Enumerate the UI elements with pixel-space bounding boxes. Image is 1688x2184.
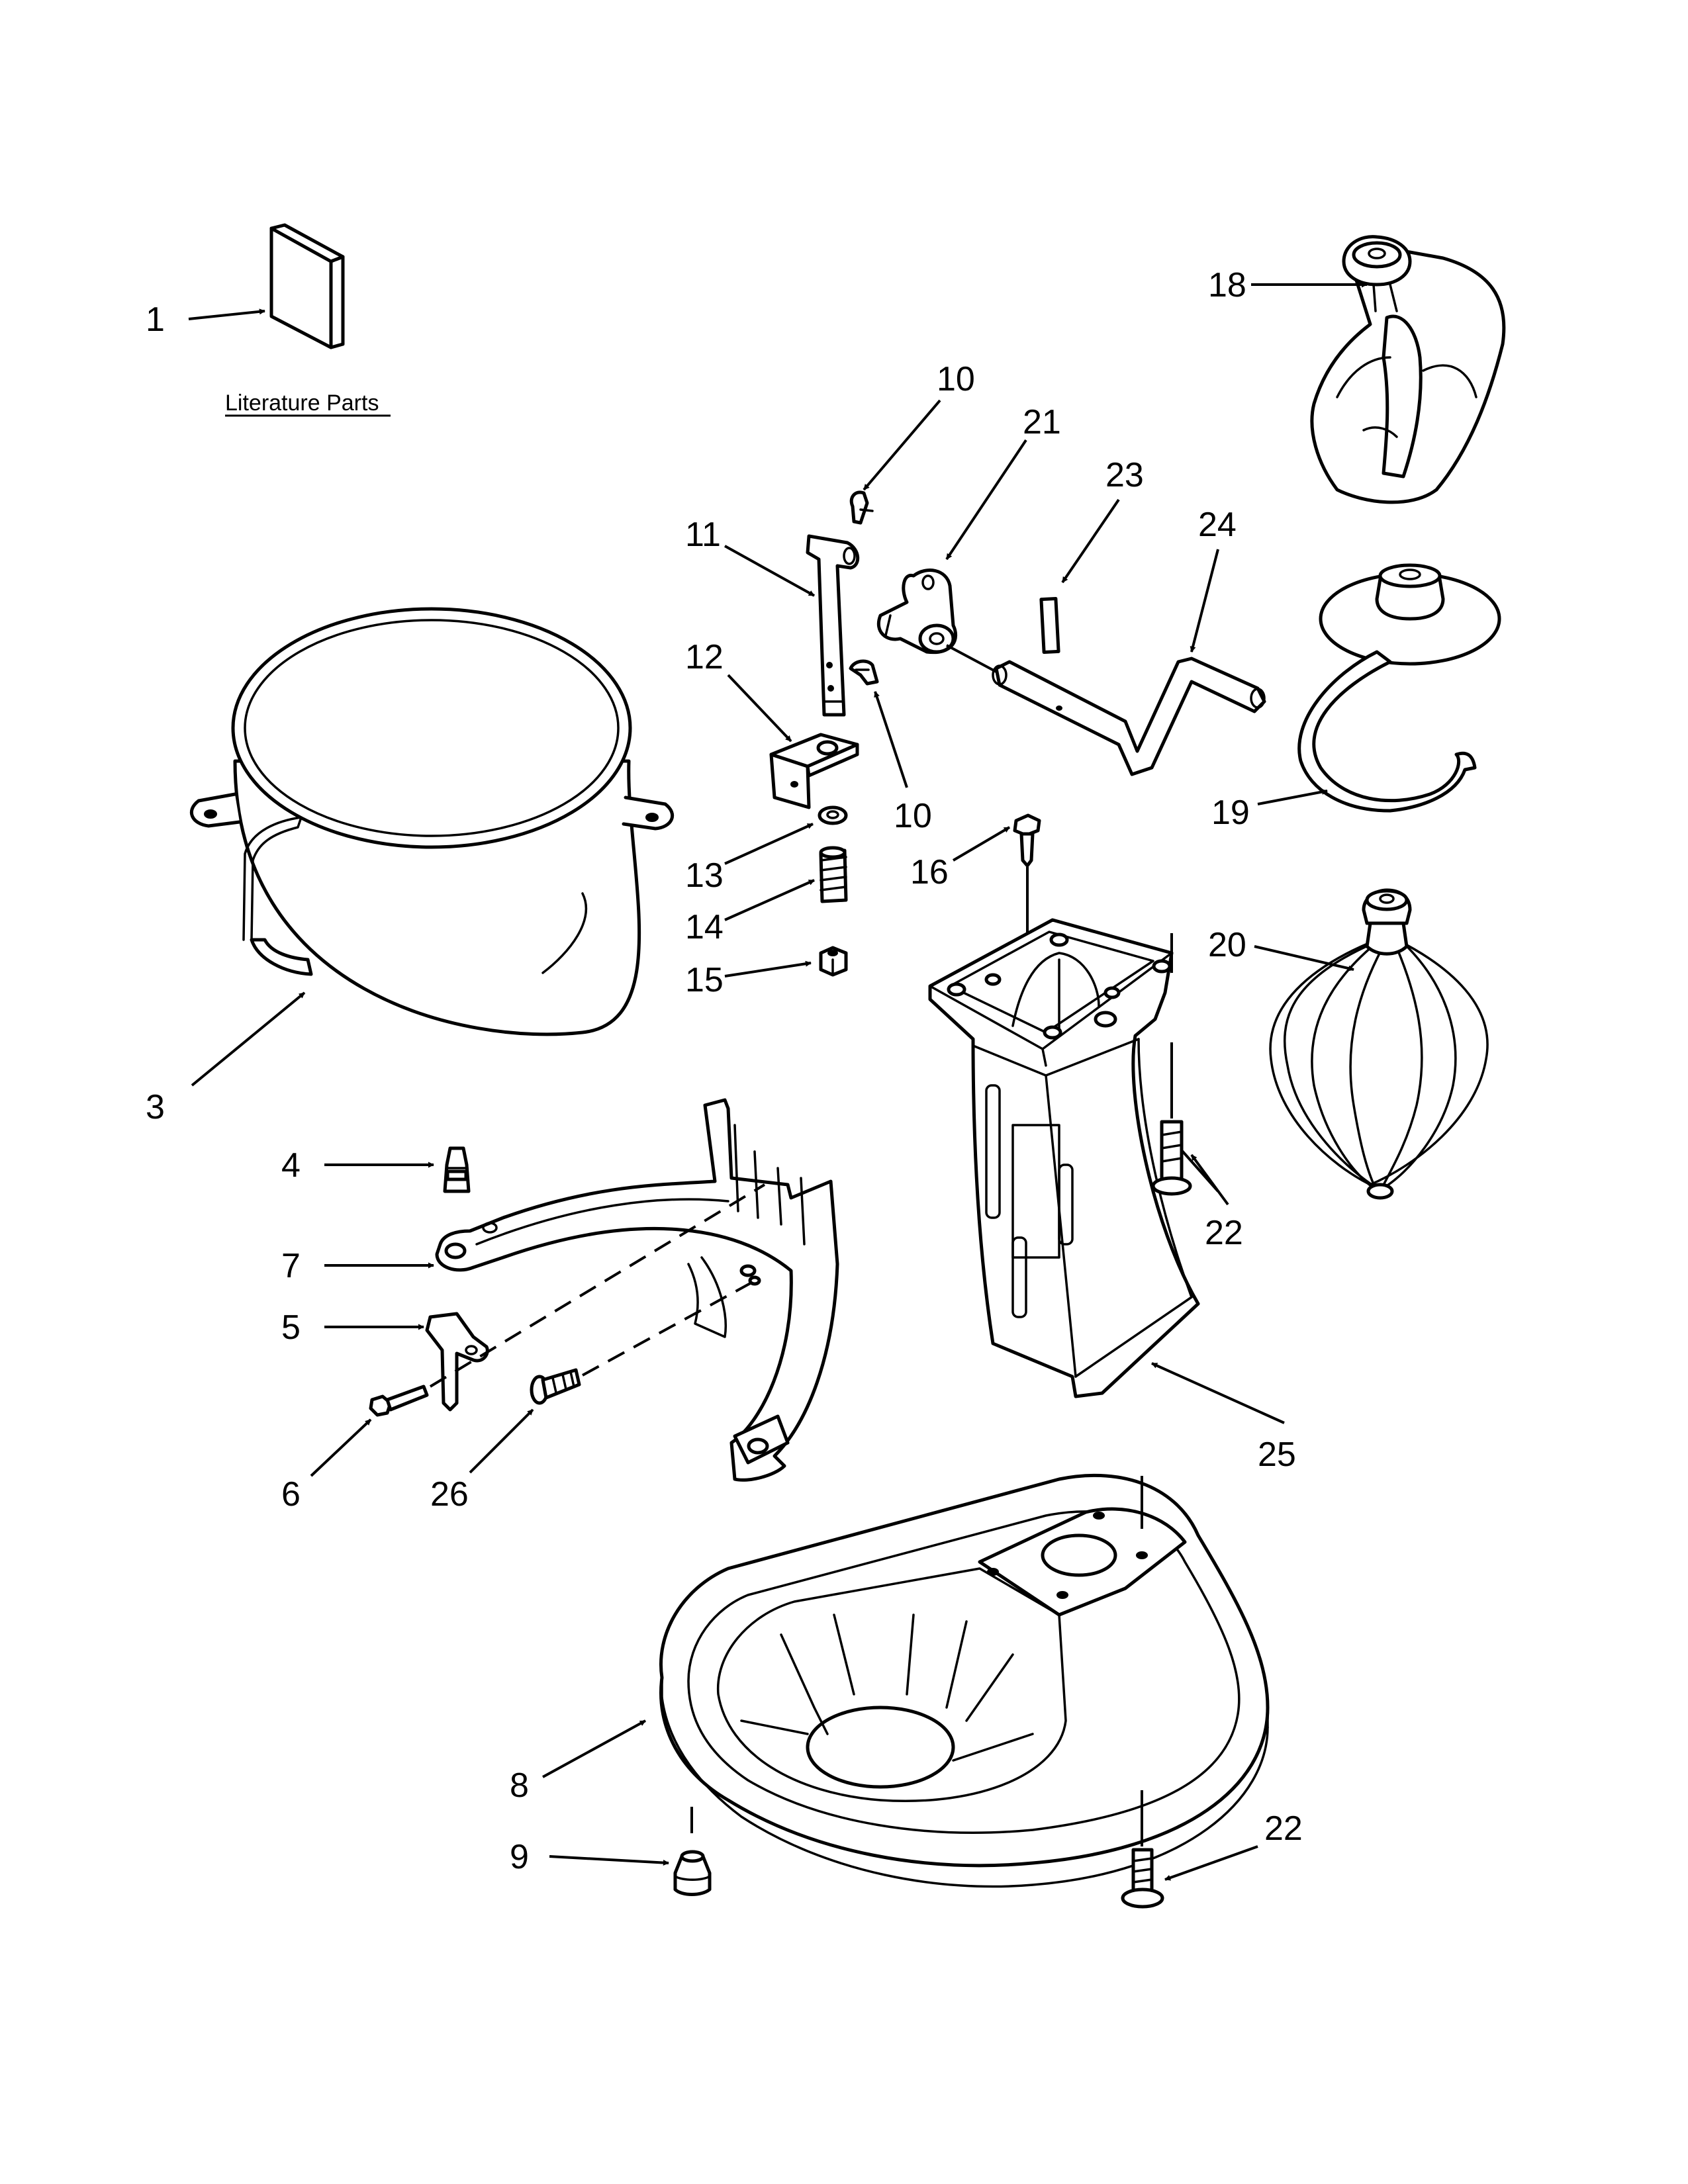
screw-16 — [1013, 813, 1041, 940]
leader-16 — [952, 826, 1011, 862]
callout-11: 11 — [685, 516, 721, 554]
washer — [818, 805, 848, 825]
leader-21 — [945, 439, 1027, 561]
leader-24-guide — [946, 644, 997, 673]
callout-3: 3 — [146, 1088, 165, 1126]
dashed-guide-26 — [582, 1276, 762, 1377]
callout-10-top: 10 — [937, 360, 975, 398]
callout-13: 13 — [685, 856, 724, 895]
callout-7: 7 — [281, 1247, 301, 1285]
leader-1 — [188, 308, 265, 320]
leader-8 — [542, 1719, 646, 1778]
callout-16: 16 — [910, 853, 949, 891]
leader-3 — [191, 991, 306, 1087]
spring-clip — [425, 1312, 489, 1412]
leader-13 — [724, 823, 814, 865]
callout-22-upper: 22 — [1205, 1214, 1243, 1252]
literature-parts-label: Literature Parts — [225, 390, 379, 416]
callout-4: 4 — [281, 1146, 301, 1185]
screw-26 — [530, 1368, 581, 1405]
nut — [819, 946, 848, 977]
bowl-clamp-plate — [435, 1098, 839, 1482]
leader-10-lower — [874, 691, 908, 788]
callout-18: 18 — [1208, 266, 1246, 304]
bowl — [189, 607, 675, 1036]
callout-22-lower: 22 — [1264, 1809, 1303, 1848]
leader-22-upper-arrow — [1190, 1154, 1229, 1206]
callout-9: 9 — [510, 1838, 529, 1876]
column-housing — [928, 918, 1200, 1398]
leader-24 — [1190, 549, 1219, 653]
callout-21: 21 — [1023, 403, 1061, 441]
callout-20: 20 — [1208, 926, 1246, 964]
callout-19: 19 — [1211, 794, 1250, 832]
screw-22-lower — [1121, 1848, 1164, 1909]
leader-23 — [1061, 498, 1120, 584]
dashed-guide-6 — [429, 1183, 766, 1388]
leader-19 — [1257, 789, 1328, 805]
leader-11 — [724, 545, 815, 597]
callout-26: 26 — [430, 1475, 469, 1514]
dough-hook — [1297, 563, 1501, 813]
pin-10-lower — [849, 659, 879, 686]
leader-25 — [1151, 1362, 1285, 1424]
screw-6 — [369, 1385, 429, 1417]
lift-crank — [992, 657, 1266, 776]
flat-beater — [1310, 235, 1506, 504]
callout-24: 24 — [1198, 506, 1237, 544]
rubber-foot — [673, 1850, 712, 1896]
callout-12: 12 — [685, 638, 724, 676]
callout-10-lower: 10 — [894, 797, 932, 835]
wire-whip — [1269, 888, 1489, 1200]
mixer-base — [659, 1473, 1270, 1888]
leader-26 — [469, 1408, 534, 1474]
leader-9 — [549, 1855, 669, 1866]
leader-14 — [724, 879, 815, 921]
leader-15 — [724, 960, 812, 978]
key-pin — [1039, 596, 1060, 655]
callout-14: 14 — [685, 908, 724, 946]
leader-20 — [1254, 945, 1354, 972]
callout-25: 25 — [1258, 1435, 1296, 1474]
lift-shaft — [806, 534, 860, 717]
literature-book — [269, 223, 345, 349]
leader-6 — [310, 1418, 372, 1477]
leader-10-top — [863, 399, 941, 491]
leader-22-lower — [1164, 1845, 1258, 1881]
callout-23: 23 — [1105, 456, 1144, 494]
callout-8: 8 — [510, 1766, 529, 1805]
spring — [819, 846, 848, 903]
bowl-pin — [443, 1146, 471, 1193]
screw-22-upper — [1151, 1120, 1192, 1196]
callout-15: 15 — [685, 961, 724, 999]
pin-10-top — [849, 490, 874, 525]
bracket — [769, 733, 859, 809]
lift-lever — [876, 569, 958, 655]
callout-1: 1 — [146, 300, 165, 339]
leader-12 — [727, 674, 792, 743]
callout-6: 6 — [281, 1475, 301, 1514]
callout-5: 5 — [281, 1308, 301, 1347]
